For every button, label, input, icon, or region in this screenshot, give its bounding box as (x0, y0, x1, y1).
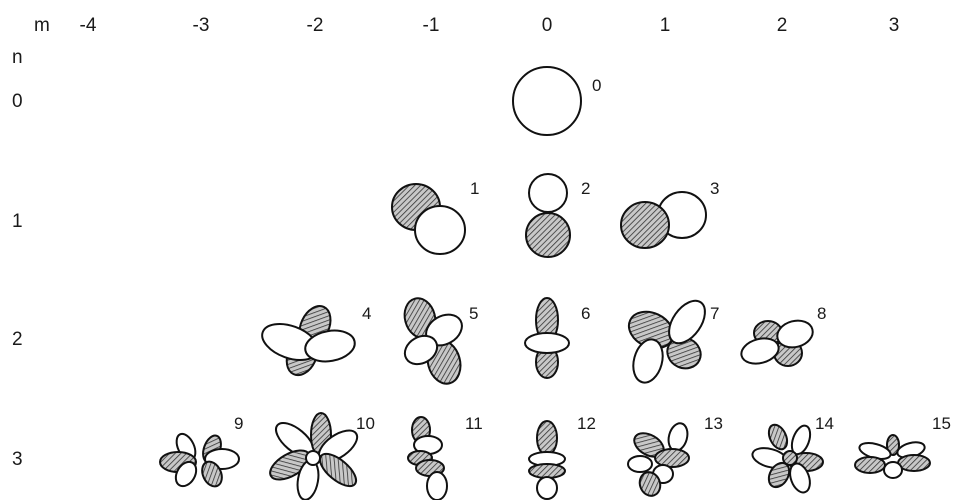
n-axis-label: n (12, 47, 23, 68)
harmonic-shape-14 (751, 423, 824, 494)
shape-index-label: 1 (470, 179, 480, 198)
row-label-n-2: 2 (12, 329, 23, 350)
shape-index-label: 11 (465, 414, 483, 433)
harmonic-shape-10 (269, 412, 359, 500)
row-label-n-3: 3 (12, 449, 23, 470)
col-label-m-1: 1 (659, 15, 671, 36)
shape-index-label: 14 (815, 414, 834, 433)
col-label-m-neg2: -2 (306, 15, 324, 36)
row-label-n-1: 1 (12, 211, 23, 232)
shape-index-label: 2 (581, 179, 591, 198)
harmonic-shape-3 (620, 191, 707, 249)
shape-index-label: 0 (592, 76, 602, 95)
col-label-m-2: 2 (776, 15, 788, 36)
shape-index-label: 10 (356, 414, 375, 433)
shape-index-label: 5 (469, 304, 479, 323)
harmonic-shape-11 (407, 416, 448, 500)
shape-index-label: 15 (932, 414, 951, 433)
col-label-m-3: 3 (888, 15, 900, 36)
shape-index-label: 7 (710, 304, 720, 323)
shape-index-label: 3 (710, 179, 720, 198)
harmonic-shape-2 (525, 173, 571, 258)
col-label-m-neg3: -3 (192, 15, 210, 36)
col-label-m-neg1: -1 (422, 15, 440, 36)
m-axis-label: m (34, 15, 50, 36)
harmonic-shape-15 (854, 434, 931, 479)
harmonic-shape-0 (512, 66, 582, 136)
shape-index-label: 6 (581, 304, 591, 323)
shape-index-label: 12 (577, 414, 596, 433)
col-label-m-0: 0 (541, 15, 553, 36)
shape-index-label: 9 (234, 414, 244, 433)
row-label-n-0: 0 (12, 91, 23, 112)
harmonic-shape-4 (261, 305, 356, 377)
shape-index-label: 13 (704, 414, 723, 433)
harmonic-shape-9 (159, 432, 240, 488)
harmonic-shape-6 (524, 297, 570, 379)
harmonic-shape-5 (403, 297, 463, 385)
harmonic-shape-12 (528, 420, 566, 500)
harmonic-shape-8 (740, 319, 814, 367)
col-label-m-neg4: -4 (79, 15, 97, 36)
harmonic-shape-13 (627, 422, 690, 497)
harmonic-shape-7 (627, 299, 706, 384)
shape-index-label: 8 (817, 304, 827, 323)
shape-index-label: 4 (362, 304, 372, 323)
harmonic-shape-1 (391, 183, 466, 255)
